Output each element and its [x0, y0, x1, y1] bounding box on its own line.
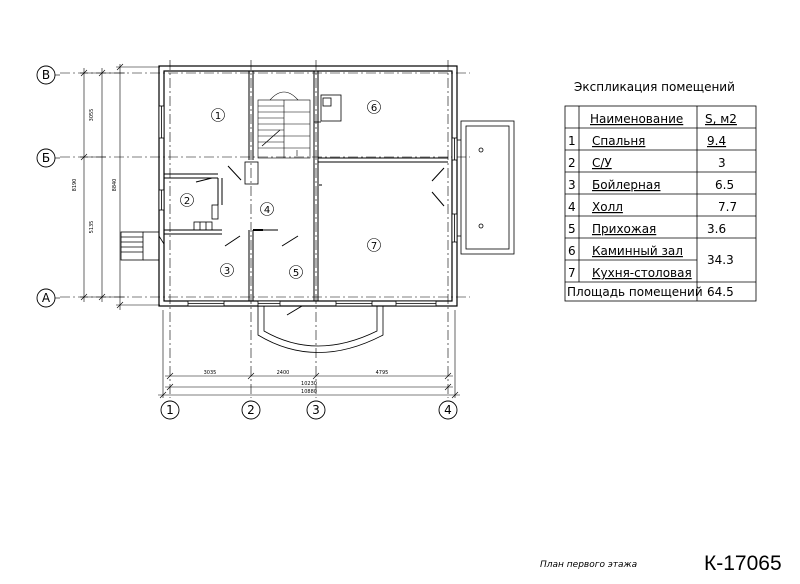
table-row-4-area: 7.7	[718, 200, 737, 214]
fireplace	[314, 94, 342, 123]
vertical-dimension-lines	[80, 63, 160, 310]
staircase	[257, 91, 311, 159]
axis-bubble-1	[160, 400, 180, 420]
room-number-5: 5	[293, 268, 299, 279]
table-row-2-name: С/У	[592, 156, 612, 170]
axis-label-4: 4	[444, 403, 452, 417]
doors	[195, 165, 445, 316]
table-row-3-name: Бойлерная	[592, 178, 660, 192]
room-number-3: 3	[224, 266, 230, 277]
table-row-7-num: 7	[568, 266, 576, 280]
dim-2400: 2400	[277, 370, 290, 376]
project-code: К-17065	[704, 552, 782, 575]
room-number-2: 2	[184, 196, 190, 207]
porch-left	[120, 231, 165, 261]
explication-title: Экспликация помещений	[574, 80, 735, 94]
axis-label-2: 2	[247, 403, 255, 417]
dim-8840: 8840	[112, 179, 118, 192]
table-row-5-area: 3.6	[707, 222, 726, 236]
room-number-6: 6	[371, 103, 377, 114]
axis-bubble-4	[438, 400, 458, 420]
axis-label-b: Б	[42, 151, 50, 165]
table-merged-area: 34.3	[707, 253, 734, 267]
windows	[158, 105, 458, 307]
room-circles	[180, 100, 381, 279]
room-number-4: 4	[264, 205, 270, 216]
dim-10880: 10880	[301, 389, 317, 395]
explication-table-grid	[564, 105, 757, 302]
table-header-name: Наименование	[590, 112, 683, 126]
table-row-2-num: 2	[568, 156, 576, 170]
dim-10230: 10230	[301, 381, 317, 387]
terrace-right	[457, 120, 515, 255]
dim-3035: 3035	[204, 370, 217, 376]
axis-label-v: В	[42, 68, 50, 82]
table-row-7-name: Кухня-столовая	[592, 266, 692, 280]
dim-8190: 8190	[72, 179, 78, 192]
horizontal-dimension-lines	[158, 310, 460, 399]
table-row-1-name: Спальня	[592, 134, 645, 148]
axis-bubble-2	[241, 400, 261, 420]
table-row-4-num: 4	[568, 200, 576, 214]
entrance-porch	[257, 306, 384, 353]
table-row-4-name: Холл	[592, 200, 623, 214]
table-header-area: S, м2	[705, 112, 737, 126]
table-row-3-num: 3	[568, 178, 576, 192]
dim-3055: 3055	[89, 109, 95, 122]
table-row-1-num: 1	[568, 134, 576, 148]
axis-label-a: А	[42, 291, 51, 305]
dim-5135: 5135	[89, 221, 95, 234]
axis-bubbles	[36, 65, 458, 420]
room-number-7: 7	[371, 241, 377, 252]
drawing-caption: План первого этажа	[540, 560, 638, 570]
axis-label-3: 3	[312, 403, 320, 417]
table-row-3-area: 6.5	[715, 178, 734, 192]
table-row-5-num: 5	[568, 222, 576, 236]
equipment-block	[193, 161, 259, 231]
table-total-value: 64.5	[707, 285, 734, 299]
table-row-5-name: Прихожая	[592, 222, 656, 236]
horizontal-axis-lines	[60, 72, 470, 298]
table-row-1-area: 9.4	[707, 134, 726, 148]
room-number-1: 1	[215, 111, 221, 122]
axis-label-1: 1	[166, 403, 174, 417]
dim-4795: 4795	[376, 370, 389, 376]
vertical-axis-lines	[169, 60, 449, 398]
table-row-2-area: 3	[718, 156, 726, 170]
table-row-6-name: Каминный зал	[592, 244, 683, 258]
interior-walls	[164, 71, 448, 301]
axis-bubble-3	[306, 400, 326, 420]
table-row-6-num: 6	[568, 244, 576, 258]
outer-walls	[158, 65, 458, 307]
table-total-label: Площадь помещений	[567, 285, 703, 299]
